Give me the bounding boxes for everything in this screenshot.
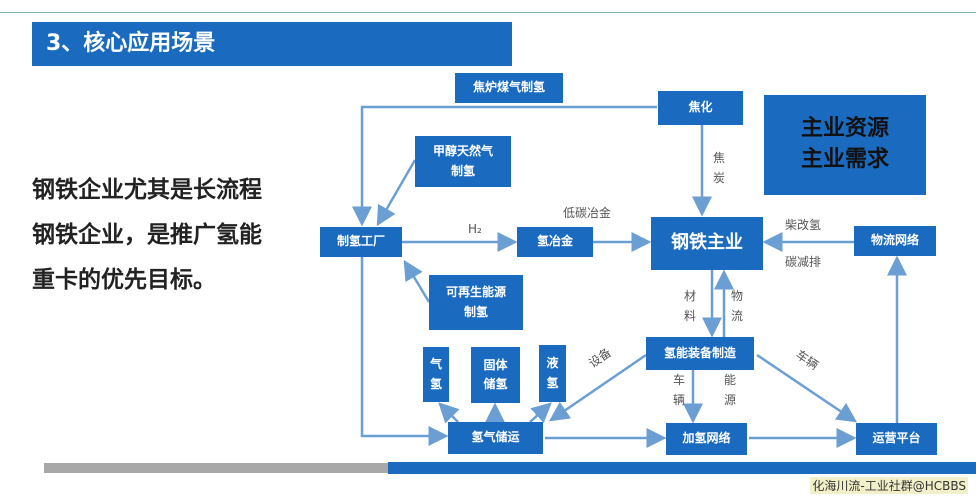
label-low-carbon: 低碳冶金 <box>563 206 612 220</box>
slide-title: 3、核心应用场景 <box>32 22 512 66</box>
label-coke: 焦炭 <box>712 151 725 185</box>
label-vehicle-1: 车辆 <box>672 373 685 407</box>
box-main-business: 主业资源主业需求 <box>764 95 926 195</box>
box-h2-metallurgy: 氢冶金 <box>517 227 593 257</box>
box-logistics-network: 物流网络 <box>854 226 936 256</box>
box-renewable-h2: 可再生能源制氢 <box>429 275 523 330</box>
box-coking: 焦化 <box>658 91 743 125</box>
progress-bar-gray <box>44 463 388 473</box>
box-coke-gas-h2: 焦炉煤气制氢 <box>455 73 563 103</box>
progress-bar-blue <box>388 462 976 474</box>
box-liquid-h2: 液氢 <box>539 345 566 402</box>
label-material: 材料 <box>683 289 696 323</box>
label-carbon-reduction: 碳减排 <box>785 255 822 269</box>
box-gas-h2: 气氢 <box>423 347 449 402</box>
box-methanol-h2: 甲醇天然气制氢 <box>415 136 511 187</box>
box-h2-storage: 氢气储运 <box>448 422 543 454</box>
main-resource: 主业资源 <box>800 116 889 142</box>
box-solid-h2: 固体储氢 <box>471 347 520 403</box>
box-refuel-network: 加氢网络 <box>666 423 747 455</box>
label-h2: H₂ <box>468 222 482 236</box>
lead-text-3: 重卡的优先目标。 <box>32 267 216 293</box>
top-divider <box>0 12 976 13</box>
label-diesel-to-h2: 柴改氢 <box>785 218 822 232</box>
main-demand: 主业需求 <box>800 147 889 172</box>
lead-text-1: 钢铁企业尤其是长流程 <box>32 177 262 203</box>
label-logistics: 物流 <box>730 289 743 323</box>
watermark: 化海川流-工业社群@HCBBS <box>810 477 968 494</box>
box-h2-equipment: 氢能装备制造 <box>646 337 754 370</box>
box-operation-platform: 运营平台 <box>856 423 937 455</box>
label-energy: 能源 <box>723 373 736 407</box>
box-h2-plant: 制氢工厂 <box>320 227 402 257</box>
box-steel-main: 钢铁主业 <box>651 217 763 270</box>
lead-text-2: 钢铁企业，是推广氢能 <box>32 222 262 248</box>
